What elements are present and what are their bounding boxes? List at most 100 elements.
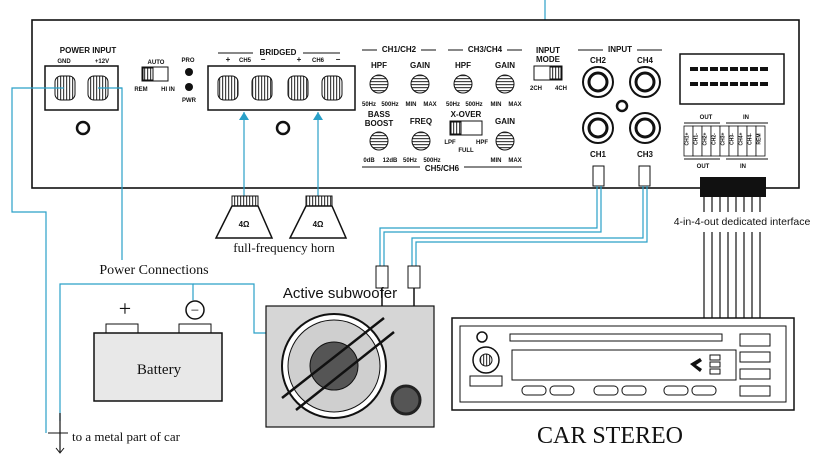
stereo-preset-4[interactable] [621, 385, 647, 396]
subwoofer-cross-1 [281, 317, 385, 399]
rca-ch4-label: CH4 [637, 56, 654, 65]
ch6-plus-terminal[interactable] [287, 75, 309, 101]
input-mode-switch-handle[interactable] [549, 66, 562, 80]
ground-caption: to a metal part of car [72, 429, 181, 444]
horn-right-arrow-icon [313, 112, 323, 120]
bridged-title-bg [253, 47, 303, 57]
full-frequency-horn-label: full-frequency horn [233, 240, 335, 255]
interface-section: OUT IN CH1+CH1-CH2+CH2-CH3+CH3-CH4+CH4-R… [679, 53, 785, 170]
pin-label: REM [757, 133, 763, 144]
xover-switch-handle[interactable] [450, 121, 462, 135]
ch34-gain-label: GAIN [495, 61, 515, 70]
ch12-hpf-knob[interactable] [369, 74, 389, 94]
power-connections-label: Power Connections [99, 263, 208, 278]
input-mode-title-1: INPUT [536, 46, 560, 55]
iface-in-top: IN [743, 115, 749, 121]
pro-label: PRO [181, 58, 194, 64]
ch5-plus-terminal[interactable] [217, 75, 239, 101]
rca-ch3-inner [634, 117, 656, 139]
ch34-hpf-label: HPF [455, 61, 471, 70]
ch12-hpf-label: HPF [371, 61, 387, 70]
stereo-top-button[interactable] [739, 333, 771, 347]
ch34-hpf-min: 50Hz [446, 102, 460, 108]
rca-wire-1b [383, 186, 602, 266]
stereo-preset-6[interactable] [691, 385, 717, 396]
input-mode-2ch: 2CH [530, 86, 542, 92]
stereo-eject-button[interactable] [476, 331, 488, 343]
ch56-gain-max: MAX [508, 158, 521, 164]
input-mode-title-2: MODE [536, 55, 561, 64]
freq-knob[interactable] [411, 131, 431, 151]
auto-switch-handle[interactable] [142, 67, 154, 81]
rca-wire-2a [411, 186, 644, 266]
horn-left-impedance: 4Ω [239, 220, 250, 229]
ch34-section: CH3/CH4 HPF GAIN 50Hz 500Hz MIN MAX [446, 44, 522, 108]
stereo-display [511, 349, 737, 381]
ch56-gain-knob[interactable] [495, 131, 515, 151]
auto-title: AUTO [148, 60, 165, 66]
ch56-section: BASS BOOST 0dB 12dB FREQ 50Hz 500Hz X-OV… [362, 110, 522, 173]
ch12-hpf-max: 500Hz [381, 102, 398, 108]
ground-wire [11, 87, 64, 433]
active-subwoofer-label: Active subwoofer [283, 285, 397, 302]
stereo-side-button-2[interactable] [739, 368, 771, 380]
rca-ch1-inner [587, 117, 609, 139]
rca-ch2-label: CH2 [590, 56, 607, 65]
car-stereo [451, 317, 795, 411]
bass-boost-min: 0dB [363, 158, 375, 164]
pin-label: CH4- [748, 133, 754, 145]
ch12-gain-knob[interactable] [410, 74, 430, 94]
ch56-gain-label: GAIN [495, 117, 515, 126]
iface-out-top: OUT [700, 115, 713, 121]
interface-wires [703, 197, 761, 318]
rca-plug-ch1 [592, 165, 605, 187]
interface-caption: 4-in-4-out dedicated interface [674, 216, 811, 228]
stereo-indicator-1 [709, 354, 721, 361]
rca-ch4-inner [634, 71, 656, 93]
ch6-minus-terminal[interactable] [321, 75, 343, 101]
horn-right-impedance: 4Ω [313, 220, 324, 229]
stereo-preset-3[interactable] [593, 385, 619, 396]
bass-boost-knob[interactable] [369, 131, 389, 151]
gnd-label: GND [57, 59, 71, 65]
rca-ch3-label: CH3 [637, 150, 654, 159]
stereo-volume-knob-center [479, 353, 493, 367]
xover-label: X-OVER [451, 110, 482, 119]
bass-boost-label-2: BOOST [365, 119, 394, 128]
ch12-hpf-min: 50Hz [362, 102, 376, 108]
pro-pwr-section: PRO PWR [181, 58, 196, 104]
stereo-preset-1[interactable] [521, 385, 547, 396]
input-title: INPUT [608, 45, 632, 54]
input-title-bg [603, 44, 637, 54]
stereo-small-button[interactable] [469, 375, 503, 387]
power-input-title: POWER INPUT [60, 46, 117, 55]
stereo-preset-2[interactable] [549, 385, 575, 396]
stereo-indicator-2 [709, 361, 721, 368]
car-stereo-label: CAR STEREO [537, 423, 683, 449]
ch56-title-bg [420, 162, 464, 172]
iface-in-bottom: IN [740, 164, 746, 170]
hiin-label: HI IN [161, 87, 175, 93]
ch12-title: CH1/CH2 [382, 45, 417, 54]
stereo-side-button-1[interactable] [739, 351, 771, 363]
ch12-gain-min: MIN [406, 102, 417, 108]
input-knob [615, 99, 629, 113]
stereo-side-button-3[interactable] [739, 385, 771, 397]
horn-speakers: 4Ω 4Ω full-frequency horn [214, 112, 348, 255]
stereo-preset-5[interactable] [663, 385, 689, 396]
ch34-hpf-knob[interactable] [453, 74, 473, 94]
ch5-minus-terminal[interactable] [251, 75, 273, 101]
bass-boost-label-1: BASS [368, 110, 391, 119]
battery: + − Battery [93, 296, 223, 402]
rca-cables [375, 165, 651, 306]
ch34-gain-max: MAX [508, 102, 521, 108]
ch34-title: CH3/CH4 [468, 45, 503, 54]
plus12v-wire [98, 87, 123, 260]
freq-max: 500Hz [423, 158, 440, 164]
input-mode-4ch: 4CH [555, 86, 567, 92]
horn-right-icon [288, 205, 348, 239]
battery-body [93, 332, 223, 402]
ch34-gain-knob[interactable] [495, 74, 515, 94]
interface-connector[interactable] [679, 53, 785, 105]
